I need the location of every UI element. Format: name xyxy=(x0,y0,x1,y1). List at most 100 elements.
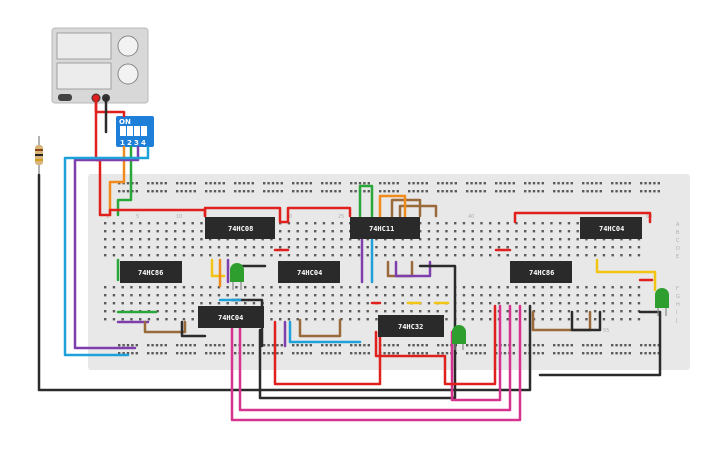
breadboard-hole xyxy=(561,352,565,355)
breadboard-hole xyxy=(624,344,627,347)
wire-purple[interactable] xyxy=(394,260,432,278)
wire-black[interactable] xyxy=(570,310,602,332)
breadboard-hole xyxy=(384,238,387,241)
breadboard-hole xyxy=(599,344,602,347)
breadboard-hole xyxy=(408,344,411,347)
breadboard-hole xyxy=(218,182,221,185)
breadboard-hole xyxy=(582,182,585,185)
breadboard-hole xyxy=(427,222,431,225)
breadboard-hole xyxy=(401,294,404,297)
breadboard-hole xyxy=(620,286,623,289)
current-knob[interactable] xyxy=(117,63,139,85)
chip-74hc08[interactable]: 74HC08 xyxy=(205,217,275,239)
breadboard-hole xyxy=(620,318,623,321)
breadboard-hole xyxy=(279,286,282,289)
wire-red[interactable] xyxy=(203,206,352,224)
wire-magenta[interactable] xyxy=(238,304,512,412)
wire-black[interactable] xyxy=(230,298,264,348)
led-green[interactable] xyxy=(230,263,244,290)
breadboard-hole xyxy=(384,246,387,249)
wire-black[interactable] xyxy=(37,173,532,392)
chip-74hc04[interactable]: 74HC04 xyxy=(580,217,642,239)
breadboard-hole xyxy=(559,222,562,225)
wire-brown[interactable] xyxy=(143,320,187,334)
breadboard-hole xyxy=(480,246,483,249)
breadboard-hole xyxy=(247,344,250,347)
breadboard-hole xyxy=(118,190,121,193)
breadboard-hole xyxy=(532,344,536,347)
breadboard-hole xyxy=(594,238,597,241)
wire-magenta[interactable] xyxy=(230,304,522,422)
chip-74hc86[interactable]: 74HC86 xyxy=(120,261,182,283)
breadboard-hole xyxy=(276,182,279,185)
wire-brown[interactable] xyxy=(398,204,438,218)
dip-toggle-2[interactable] xyxy=(127,126,133,136)
breadboard-hole xyxy=(174,310,177,313)
wire-green[interactable] xyxy=(358,184,374,218)
breadboard-hole xyxy=(358,344,362,347)
power-supply[interactable] xyxy=(51,27,149,104)
breadboard-hole xyxy=(537,352,540,355)
breadboard-hole xyxy=(180,344,183,347)
breadboard-hole xyxy=(349,302,352,305)
breadboard-hole xyxy=(126,344,130,347)
wire-brown[interactable] xyxy=(531,310,592,332)
wire-black[interactable] xyxy=(258,264,457,400)
breadboard-hole xyxy=(218,344,221,347)
breadboard-hole xyxy=(503,182,507,185)
breadboard-hole xyxy=(279,310,282,313)
wire-blue[interactable] xyxy=(63,145,150,357)
breadboard-hole xyxy=(325,182,328,185)
breadboard-hole xyxy=(182,302,186,305)
breadboard-hole xyxy=(541,254,544,257)
wire-orange[interactable] xyxy=(108,145,126,217)
led-green[interactable] xyxy=(655,288,669,316)
wire-yellow[interactable] xyxy=(595,258,657,292)
dip-pos-4: 4 xyxy=(141,139,146,147)
wire-black[interactable] xyxy=(180,320,207,338)
resistor[interactable] xyxy=(35,136,43,175)
breadboard-hole xyxy=(585,294,588,297)
wire-blue[interactable] xyxy=(288,320,362,344)
wire-black[interactable] xyxy=(538,310,662,377)
breadboard-hole xyxy=(184,352,188,355)
wire-brown[interactable] xyxy=(298,318,342,338)
wire-red[interactable] xyxy=(94,96,126,118)
breadboard-hole xyxy=(287,302,291,305)
breadboard-hole xyxy=(287,318,291,321)
dip-toggle-4[interactable] xyxy=(141,126,147,136)
chip-74hc04[interactable]: 74HC04 xyxy=(198,306,264,328)
led-green[interactable] xyxy=(452,325,466,350)
wire-orange[interactable] xyxy=(378,194,407,218)
dip-toggle-3[interactable] xyxy=(134,126,140,136)
wire-magenta[interactable] xyxy=(450,304,502,402)
wire-red[interactable] xyxy=(374,304,497,386)
breadboard-hole xyxy=(384,254,387,257)
dip-toggle-1[interactable] xyxy=(120,126,126,136)
chip-74hc86[interactable]: 74HC86 xyxy=(510,261,572,283)
breadboard-hole xyxy=(470,182,473,185)
breadboard-hole xyxy=(436,222,439,225)
wire-red[interactable] xyxy=(513,211,652,224)
chip-74hc11[interactable]: 74HC11 xyxy=(350,217,420,239)
wire-purple[interactable] xyxy=(73,145,140,350)
breadboard-hole xyxy=(340,238,343,241)
dip-switch[interactable]: ON 1 2 3 4 xyxy=(116,116,154,147)
breadboard-hole xyxy=(174,302,177,305)
breadboard-hole xyxy=(619,190,623,193)
breadboard-hole xyxy=(466,190,469,193)
wires xyxy=(37,96,662,422)
voltage-knob[interactable] xyxy=(117,35,139,57)
chip-label: 74HC86 xyxy=(138,269,163,277)
breadboard-hole xyxy=(112,254,116,257)
breadboard-hole xyxy=(657,190,660,193)
breadboard-hole xyxy=(602,254,606,257)
breadboard-hole xyxy=(470,190,473,193)
breadboard-hole xyxy=(242,352,246,355)
wire-green[interactable] xyxy=(116,145,133,217)
chip-74hc32[interactable]: 74HC32 xyxy=(378,315,444,337)
chip-74hc04[interactable]: 74HC04 xyxy=(278,261,340,283)
breadboard-hole xyxy=(528,182,531,185)
breadboard-hole xyxy=(445,310,448,313)
breadboard-hole xyxy=(462,310,466,313)
